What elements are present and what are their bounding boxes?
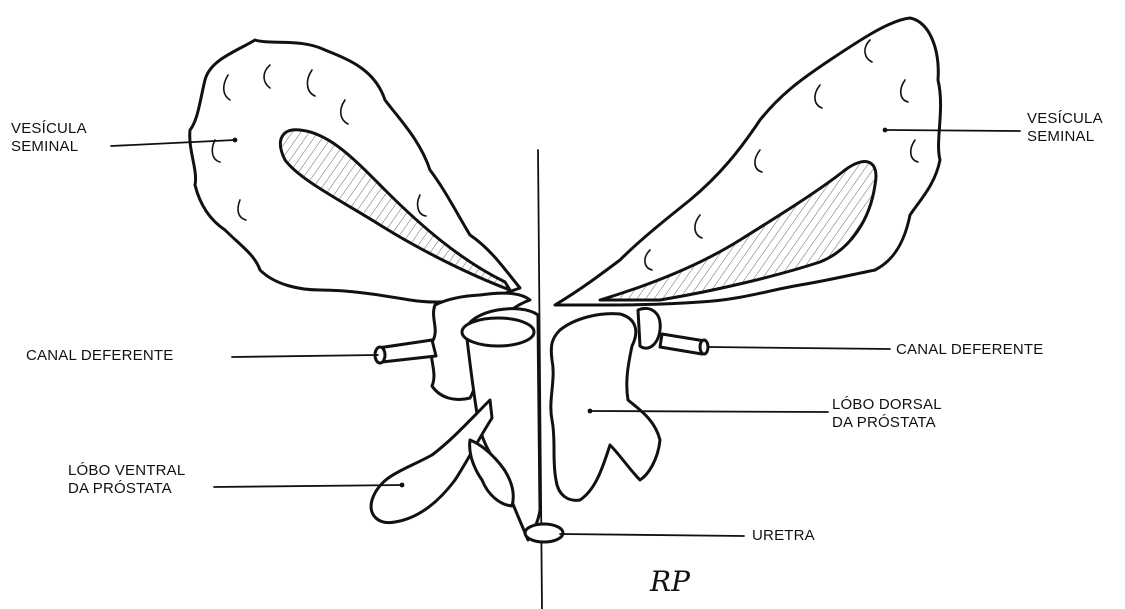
label-canal-deferente-right: CANAL DEFERENTE [896, 341, 1043, 359]
label-urethra: URETRA [752, 527, 815, 545]
label-line: LÓBO DORSAL [832, 396, 942, 414]
label-dorsal-lobe: LÓBO DORSAL DA PRÓSTATA [832, 396, 942, 432]
label-line: LÓBO VENTRAL [68, 462, 185, 480]
label-line: DA PRÓSTATA [832, 414, 942, 432]
label-line: SEMINAL [1027, 128, 1103, 146]
label-ventral-lobe: LÓBO VENTRAL DA PRÓSTATA [68, 462, 185, 498]
canal-deferente-left [378, 340, 436, 362]
canal-deferente-right [660, 334, 705, 354]
label-seminal-vesicle-left: VESÍCULA SEMINAL [11, 120, 87, 156]
urethra-opening [462, 318, 534, 346]
label-line: VESÍCULA [11, 120, 87, 138]
label-line: VESÍCULA [1027, 110, 1103, 128]
label-canal-deferente-left: CANAL DEFERENTE [26, 347, 173, 365]
label-line: DA PRÓSTATA [68, 480, 185, 498]
label-seminal-vesicle-right: VESÍCULA SEMINAL [1027, 110, 1103, 146]
label-line: SEMINAL [11, 138, 87, 156]
artist-signature: RP [650, 565, 690, 598]
